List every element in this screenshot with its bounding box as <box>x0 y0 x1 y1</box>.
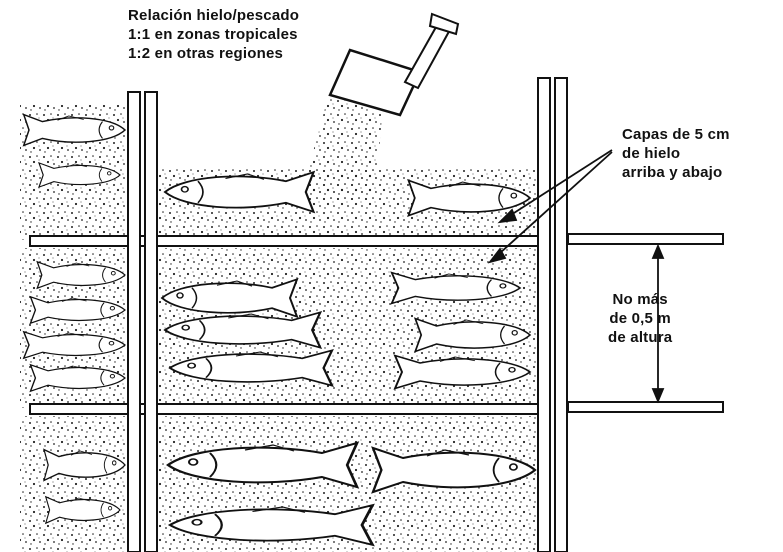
layers-line-1: Capas de 5 cm <box>622 125 730 144</box>
height-line-2: de 0,5 m <box>608 309 672 328</box>
height-line-1: No más <box>608 290 672 309</box>
ice-layer-left-bottom <box>20 416 130 552</box>
height-line-3: de altura <box>608 328 672 347</box>
ratio-other: 1:2 en otras regiones <box>128 44 299 63</box>
shovel-icon <box>330 14 458 115</box>
ratio-title: Relación hielo/pescado <box>128 6 299 25</box>
ice-fish-ratio-label: Relación hielo/pescado 1:1 en zonas trop… <box>128 6 299 63</box>
ice-layers-label: Capas de 5 cm de hielo arriba y abajo <box>622 125 730 182</box>
layers-line-3: arriba y abajo <box>622 163 730 182</box>
max-height-label: No más de 0,5 m de altura <box>608 290 672 347</box>
ratio-tropical: 1:1 en zonas tropicales <box>128 25 299 44</box>
layers-line-2: de hielo <box>622 144 730 163</box>
